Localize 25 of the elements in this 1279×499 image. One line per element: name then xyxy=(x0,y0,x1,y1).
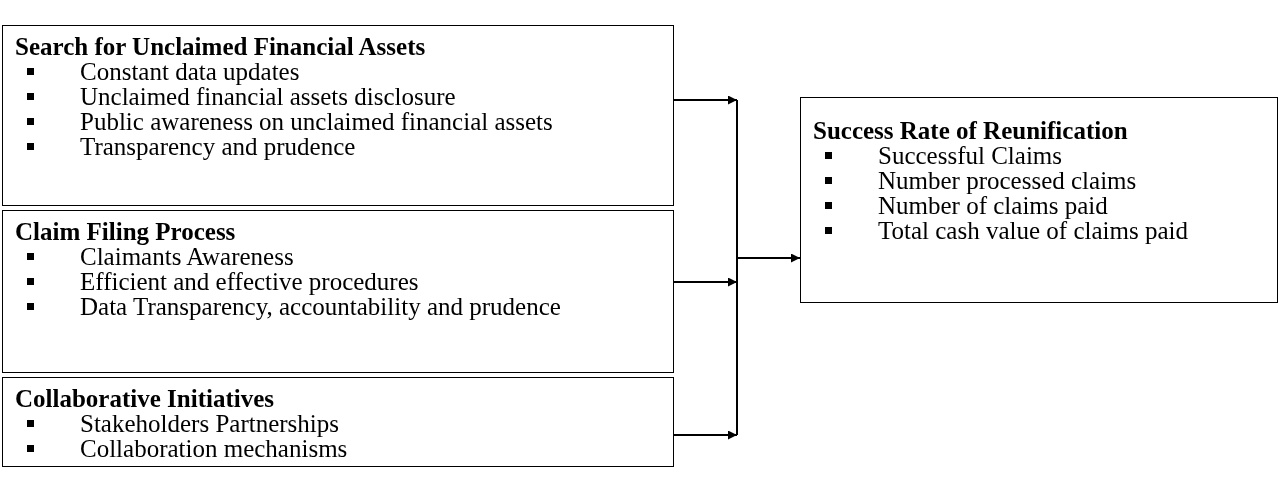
box-heading: Success Rate of Reunification xyxy=(813,118,1128,143)
bullet-text: Successful Claims xyxy=(878,143,1062,168)
bullet-text: Total cash value of claims paid xyxy=(878,218,1188,243)
arrow xyxy=(673,430,738,440)
bullet-text: Stakeholders Partnerships xyxy=(80,411,339,436)
box-heading: Collaborative Initiatives xyxy=(15,386,274,411)
arrow xyxy=(736,99,801,436)
bullet-text: Transparency and prudence xyxy=(80,134,356,159)
text-box xyxy=(2,25,674,206)
bullet-text: Number processed claims xyxy=(878,168,1137,193)
bullet-text: Data Transparency, accountability and prudence xyxy=(80,294,561,319)
text-box xyxy=(2,210,674,373)
bullet-text: Number of claims paid xyxy=(878,193,1108,218)
bullet-text: Efficient and effective procedures xyxy=(80,269,419,294)
arrow xyxy=(673,95,738,105)
text-box xyxy=(800,97,1278,303)
bullet-text: Constant data updates xyxy=(80,59,300,84)
bullet-text: Public awareness on unclaimed financial assets xyxy=(80,109,553,134)
bullet-text: Collaboration mechanisms xyxy=(80,436,348,461)
box-heading: Claim Filing Process xyxy=(15,219,236,244)
box-heading: Search for Unclaimed Financial Assets xyxy=(15,34,426,59)
text-box xyxy=(2,377,674,467)
bullet-text: Unclaimed financial assets disclosure xyxy=(80,84,456,109)
arrow xyxy=(673,277,738,287)
bullet-text: Claimants Awareness xyxy=(80,244,294,269)
